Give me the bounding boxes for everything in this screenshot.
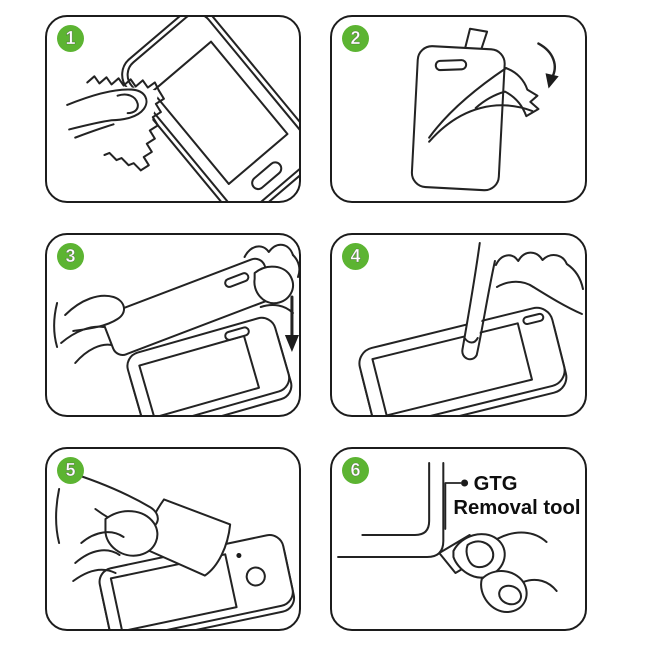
illustration-clean-screen bbox=[66, 17, 299, 201]
protector-film bbox=[410, 27, 506, 192]
phone-outline bbox=[121, 17, 299, 201]
label-leader-line bbox=[444, 479, 469, 530]
step-number-badge: 2 bbox=[342, 25, 369, 52]
step-number-badge: 3 bbox=[57, 243, 84, 270]
hand-icon bbox=[66, 88, 148, 139]
step-panel-6: 6 GTG Removal tool bbox=[330, 447, 587, 631]
pinching-fingers-icon bbox=[452, 531, 558, 614]
step-number: 6 bbox=[350, 460, 361, 481]
step-panel-3: 3 bbox=[45, 233, 301, 417]
label-dot bbox=[461, 479, 469, 487]
pointing-finger-icon bbox=[461, 242, 584, 361]
phone-outline bbox=[98, 534, 296, 629]
step-number: 3 bbox=[65, 246, 76, 267]
illustration-peel-film bbox=[410, 27, 559, 192]
step-number-badge: 6 bbox=[342, 457, 369, 484]
removal-tool-label-line2: Removal tool bbox=[453, 497, 580, 519]
step-number: 1 bbox=[65, 28, 76, 49]
illustration-press-finger bbox=[358, 242, 584, 415]
step-number-badge: 4 bbox=[342, 243, 369, 270]
left-hand-icon bbox=[53, 294, 125, 364]
step-number-badge: 1 bbox=[57, 25, 84, 52]
step-number-badge: 5 bbox=[57, 457, 84, 484]
down-arrow-icon bbox=[284, 295, 299, 352]
step-number: 2 bbox=[350, 28, 361, 49]
peeling-layer bbox=[428, 67, 540, 143]
step-number: 4 bbox=[350, 246, 361, 267]
illustration-align-protector bbox=[53, 243, 299, 415]
step-panel-2: 2 bbox=[330, 15, 587, 203]
curved-arrow-icon bbox=[537, 42, 559, 89]
phone-outline bbox=[358, 306, 568, 415]
right-hand-icon bbox=[243, 243, 299, 314]
step-number: 5 bbox=[65, 460, 76, 481]
illustration-smooth-card bbox=[55, 470, 296, 629]
illustration-removal-tool: GTG Removal tool bbox=[337, 462, 580, 614]
hand-icon bbox=[55, 470, 159, 582]
step-panel-5: 5 bbox=[45, 447, 301, 631]
step-panel-1: 1 bbox=[45, 15, 301, 203]
phone-outline bbox=[126, 316, 293, 415]
removal-tool-label-line1: GTG bbox=[474, 473, 518, 495]
step-panel-4: 4 bbox=[330, 233, 587, 417]
